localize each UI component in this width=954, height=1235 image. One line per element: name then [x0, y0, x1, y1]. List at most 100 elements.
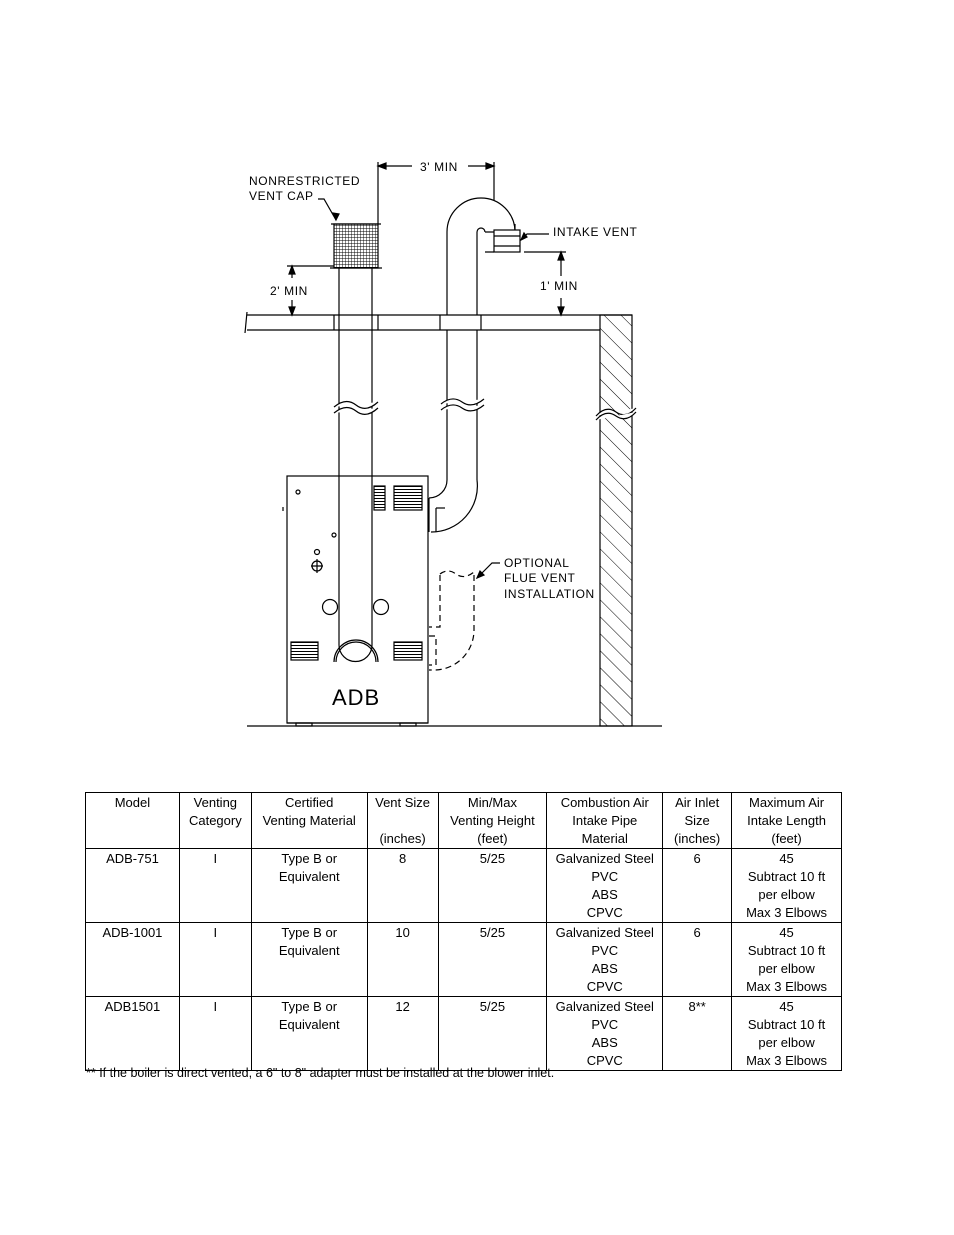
table-cell-line: 5/25: [479, 851, 506, 866]
table-cell: Type B or Equivalent: [250, 996, 368, 1071]
table-row: ADB-1001 I Type B or Equivalent 10 5/25 Galvan…: [85, 922, 842, 997]
table-cell-line: Galvanized Steel: [555, 999, 654, 1014]
table-cell-line: ABS: [591, 1035, 618, 1050]
table-cell-line: Galvanized Steel: [555, 851, 654, 866]
table-cell-line: Max 3 Elbows: [746, 905, 828, 920]
column-header-line: Intake Pipe: [572, 813, 638, 828]
flue-pipe: [333, 268, 379, 663]
table-cell: Type B or Equivalent: [250, 848, 368, 923]
table-cell-line: Subtract 10 ft: [747, 943, 826, 958]
table-cell: I: [178, 996, 252, 1071]
table-cell: I: [178, 922, 252, 997]
column-header-line: Maximum Air: [748, 795, 825, 810]
optional-flue: [429, 570, 475, 671]
table-row: ADB-751 I Type B or Equivalent 8 5/25 Galvaniz…: [85, 848, 842, 923]
table-cell-line: 5/25: [479, 999, 506, 1014]
intake-pipe: [428, 197, 516, 533]
column-header-line: Venting: [193, 795, 238, 810]
table-cell-line: PVC: [591, 869, 619, 884]
table-cell-line: ADB-1001: [102, 925, 163, 940]
optional-label-line1: OPTIONAL: [504, 556, 569, 570]
column-header-line: (feet): [477, 831, 508, 846]
optional-label-line2: FLUE VENT: [504, 571, 575, 585]
intake-vent-label: INTAKE VENT: [553, 225, 637, 239]
table-row: ADB1501 I Type B or Equivalent 12 5/25 Galvani…: [85, 996, 842, 1071]
table-cell: ADB-751: [85, 848, 180, 923]
table-cell-line: per elbow: [758, 961, 815, 976]
table-cell-line: ABS: [591, 961, 618, 976]
table-cell: ADB1501: [85, 996, 180, 1071]
table-cell: 12: [366, 996, 439, 1071]
table-cell: 5/25: [437, 922, 548, 997]
table-cell-line: 45: [779, 851, 794, 866]
table-cell-line: 10: [395, 925, 410, 940]
one-min-label: 1' MIN: [540, 279, 578, 293]
boiler-model-label: ADB: [332, 685, 380, 710]
column-header-line: (feet): [771, 831, 802, 846]
table-cell-line: 12: [395, 999, 410, 1014]
grille-bottom-right: [393, 641, 423, 661]
table-cell: 8**: [662, 996, 733, 1071]
table-cell: 8: [366, 848, 439, 923]
table-cell: 5/25: [437, 848, 548, 923]
table-cell-line: PVC: [591, 1017, 619, 1032]
table-cell-line: 8**: [688, 999, 706, 1014]
table-cell-line: 8: [398, 851, 407, 866]
table-cell: 5/25: [437, 996, 548, 1071]
venting-diagram: NONRESTRICTED VENT CAP 3' MIN INTAKE VEN…: [244, 160, 662, 727]
table-cell-line: Type B or: [281, 999, 338, 1014]
column-header-line: (inches): [674, 831, 721, 846]
vent-cap-leader: [318, 198, 337, 221]
intake-vent: [493, 229, 521, 253]
table-cell-line: Equivalent: [278, 1017, 340, 1032]
grille-bottom-left: [290, 641, 319, 661]
column-header: Model: [85, 792, 180, 849]
vent-cap-label-line1: NONRESTRICTED: [249, 174, 360, 188]
table-cell: I: [178, 848, 252, 923]
column-header-line: Size: [684, 813, 710, 828]
table-cell-line: Equivalent: [278, 869, 340, 884]
table-cell-line: ADB-751: [106, 851, 159, 866]
column-header-line: Air Inlet: [675, 795, 720, 810]
table-cell-line: Galvanized Steel: [555, 925, 654, 940]
column-header-line: Min/Max: [467, 795, 517, 810]
roof-slab: [244, 311, 632, 334]
table-cell-line: I: [213, 851, 218, 866]
three-min-label: 3' MIN: [420, 160, 458, 174]
table-cell-line: Subtract 10 ft: [747, 1017, 826, 1032]
column-header-line: Venting Height: [450, 813, 535, 828]
hatched-wall: [599, 314, 633, 727]
table-cell-line: Max 3 Elbows: [746, 979, 828, 994]
table-cell-line: 5/25: [479, 925, 506, 940]
table-cell-line: CPVC: [586, 905, 623, 920]
column-header-line: Material: [581, 831, 628, 846]
table-cell-line: I: [213, 999, 218, 1014]
two-min-label: 2' MIN: [270, 284, 308, 298]
column-header-line: Vent Size: [375, 795, 431, 810]
table-cell-line: Type B or: [281, 925, 338, 940]
vent-cap: [333, 223, 379, 269]
table-cell-line: Max 3 Elbows: [746, 1053, 828, 1068]
column-header-line: Category: [188, 813, 242, 828]
column-header-line: Combustion Air: [560, 795, 649, 810]
dimension-1ft: [524, 250, 566, 317]
table-cell: 6: [662, 922, 733, 997]
table-cell-line: CPVC: [586, 1053, 623, 1068]
table-cell: ADB-1001: [85, 922, 180, 997]
table-cell-line: 6: [693, 851, 701, 866]
table-cell-line: Type B or: [281, 851, 338, 866]
table-cell-line: CPVC: [586, 979, 623, 994]
table-cell-line: Equivalent: [278, 943, 340, 958]
column-header: Vent Size (inches): [366, 792, 439, 849]
table-cell-line: 6: [693, 925, 701, 940]
